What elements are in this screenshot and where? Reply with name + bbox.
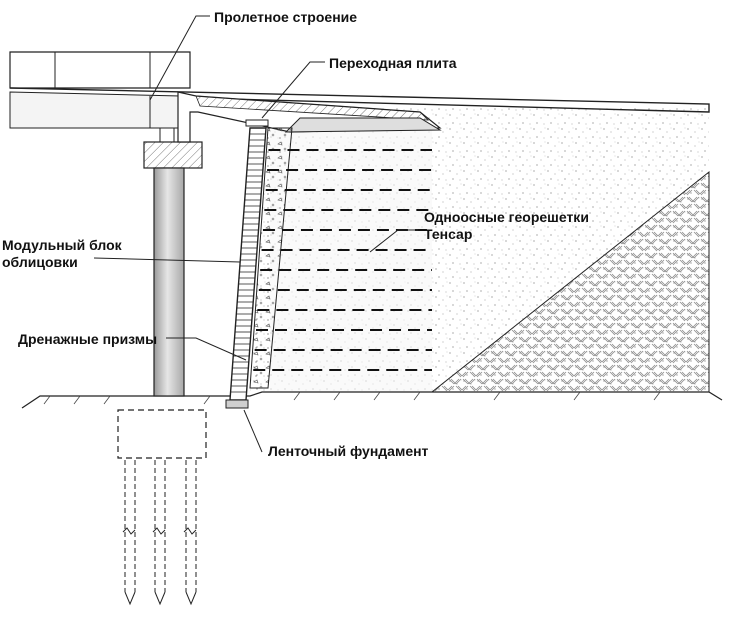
- pile: [183, 460, 197, 606]
- label-transition-slab: Переходная плита: [329, 55, 457, 71]
- ground-line: [21, 391, 723, 409]
- leader-lines: [93, 15, 418, 453]
- geogrid-layers: [253, 149, 432, 371]
- reinforced-soil-zone: [270, 130, 432, 392]
- transition-slab: [177, 91, 442, 143]
- label-facing-block-line1: Модульный блок: [2, 237, 123, 253]
- facing-block-wall: [229, 119, 269, 401]
- label-geogrids-line2: Тенсар: [424, 226, 472, 242]
- label-strip-footing: Ленточный фундамент: [268, 443, 429, 459]
- pier-cap: [143, 141, 203, 169]
- bridge-superstructure: [9, 51, 710, 169]
- label-drainage-prisms: Дренажные призмы: [18, 331, 157, 347]
- label-facing-block-line2: облицовки: [2, 254, 78, 270]
- pile: [122, 460, 136, 606]
- pier-column: [153, 167, 185, 397]
- pile-cap: [117, 409, 207, 459]
- label-superstructure: Пролетное строение: [214, 9, 357, 25]
- ground-ticks: [43, 391, 661, 405]
- strip-footing: [225, 399, 249, 409]
- piles: [122, 460, 197, 606]
- drainage-prism: [249, 127, 293, 389]
- label-geogrids-line1: Одноосные георешетки: [424, 209, 589, 225]
- pile: [152, 460, 166, 606]
